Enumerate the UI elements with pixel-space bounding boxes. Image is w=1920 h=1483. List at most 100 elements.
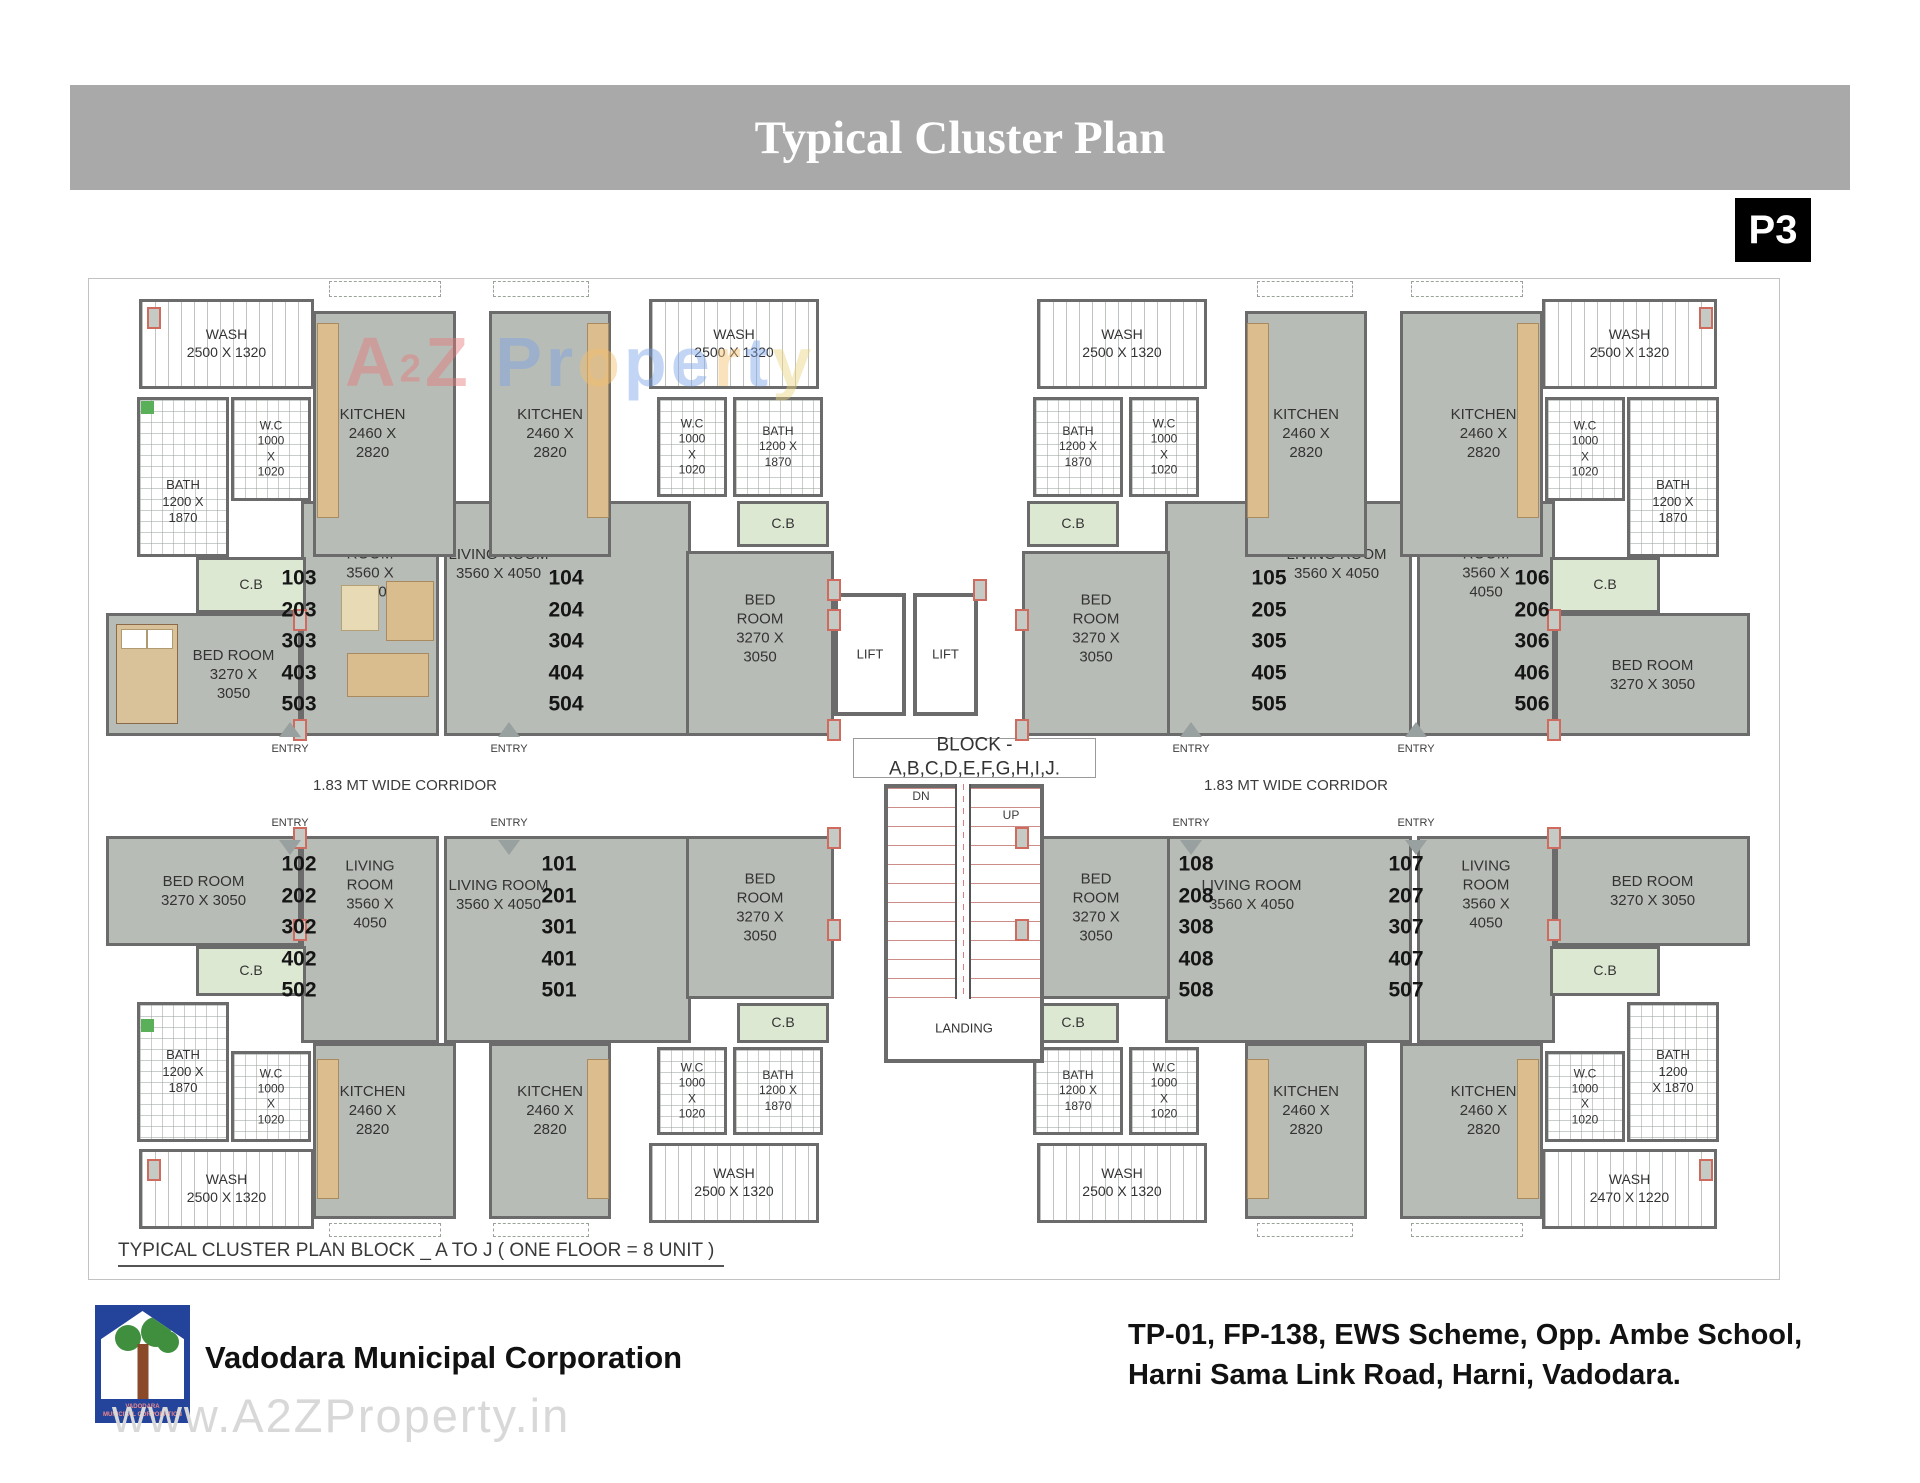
room-bath-tmr-label: BATH 1200 X 1870 [1058, 423, 1098, 469]
watermark-letter: r [713, 323, 745, 401]
column-marker [293, 919, 307, 941]
room-kitchen-107-label: KITCHEN 2460 X 2820 [1450, 1083, 1517, 1139]
site-watermark: www.A2ZProperty.in [112, 1389, 571, 1442]
room-bath-tmr: BATH 1200 X 1870 [1033, 397, 1123, 497]
column-marker [1699, 1159, 1713, 1181]
column-marker [1699, 307, 1713, 329]
unit-stack-104: 104 204 304 404 504 [548, 566, 584, 716]
room-wash-tl-label: WASH 2500 X 1320 [186, 326, 267, 360]
room-bath-tl-label: BATH 1200 X 1870 [162, 477, 204, 526]
room-wc-bmr-label: W.C 1000 X 1020 [1150, 1060, 1178, 1121]
lift-right-label: LIFT [932, 646, 959, 662]
room-wash-tr-label: WASH 2500 X 1320 [1589, 326, 1670, 360]
room-bath-bl-label: BATH 1200 X 1870 [162, 1047, 204, 1096]
room-wc-bl-label: W.C 1000 X 1020 [257, 1065, 285, 1126]
balcony-dashed-outline [329, 1223, 441, 1237]
room-bath-tml-label: BATH 1200 X 1870 [758, 423, 798, 469]
balcony-dashed-outline [1411, 1223, 1523, 1237]
entry-arrow-up-icon [1405, 722, 1427, 737]
room-kitchen-104-label: KITCHEN 2460 X 2820 [517, 406, 583, 462]
room-wc-tr: W.C 1000 X 1020 [1545, 397, 1625, 501]
logo-house-shape [101, 1311, 184, 1399]
room-wash-tl: WASH 2500 X 1320 [139, 299, 314, 389]
sofa-furniture [386, 581, 434, 641]
balcony-dashed-outline [329, 281, 441, 297]
room-bedroom-inner-l: BED ROOM 3270 X 3050 [686, 551, 834, 736]
room-wc-bl: W.C 1000 X 1020 [231, 1051, 311, 1142]
room-bedroom-inner-bl-label: BED ROOM 3270 X 3050 [736, 870, 784, 945]
room-wc-tmr-label: W.C 1000 X 1020 [1150, 416, 1178, 477]
watermark-letter: e [670, 323, 714, 401]
lift-right: LIFT [913, 593, 978, 716]
column-marker [1547, 609, 1561, 631]
room-cb-br: C.B [1550, 946, 1660, 996]
lift-left: LIFT [834, 593, 906, 716]
corridor-label-left: 1.83 MT WIDE CORRIDOR [313, 776, 497, 794]
column-marker [827, 919, 841, 941]
room-wc-tmr: W.C 1000 X 1020 [1129, 397, 1199, 497]
room-bedroom-end-br: BED ROOM 3270 X 3050 [1555, 836, 1750, 946]
balcony-dashed-outline [493, 1223, 589, 1237]
counter-furniture [1517, 1059, 1539, 1199]
room-cb-bmr-label: C.B [1061, 1014, 1085, 1031]
logo-caption-line1: VADODARA [125, 1404, 160, 1411]
column-marker [827, 719, 841, 741]
unit-stack-107: 107 207 307 407 507 [1388, 852, 1424, 1002]
column-marker [1547, 719, 1561, 741]
logo-tree-foliage [157, 1331, 179, 1353]
counter-furniture [317, 323, 339, 518]
watermark-letter: Z [424, 323, 472, 401]
stairs-dn-label: DN [912, 789, 930, 803]
corridor-label-right: 1.83 MT WIDE CORRIDOR [1204, 776, 1388, 794]
block-label: BLOCK - A,B,C,D,E,F,G,H,I,J. [853, 735, 1096, 780]
room-bath-tl: BATH 1200 X 1870 [137, 397, 229, 557]
sofa-furniture [347, 653, 429, 697]
room-bedroom-end-bl: BED ROOM 3270 X 3050 [106, 836, 301, 946]
entry-label: ENTRY [1397, 742, 1435, 755]
room-wash-br: WASH 2470 X 1220 [1542, 1149, 1717, 1229]
org-name: Vadodara Municipal Corporation [205, 1340, 683, 1375]
room-bath-tr: BATH 1200 X 1870 [1627, 397, 1719, 557]
room-wc-bml: W.C 1000 X 1020 [657, 1047, 727, 1135]
page-title: Typical Cluster Plan [754, 111, 1166, 164]
room-living-108-label: LIVING ROOM 3560 X 4050 [1201, 876, 1302, 913]
lift-left-label: LIFT [856, 646, 884, 662]
room-cb-bl-label: C.B [239, 962, 263, 979]
room-wc-bmr: W.C 1000 X 1020 [1129, 1047, 1199, 1135]
plan-caption: TYPICAL CLUSTER PLAN BLOCK _ A TO J ( ON… [118, 1240, 725, 1267]
room-wash-tml: WASH 2500 X 1320 [649, 299, 819, 389]
vmc-logo: VADODARA MUNICIPAL CORPORATION [95, 1305, 190, 1423]
logo-tree-foliage [115, 1325, 141, 1351]
watermark-a2z-property: A2Z Property [345, 322, 815, 402]
bed-furniture [116, 624, 178, 724]
room-bedroom-inner-r-label: BED ROOM 3270 X 3050 [1072, 591, 1120, 666]
room-bath-bmr: BATH 1200 X 1870 [1033, 1047, 1123, 1135]
counter-furniture [317, 1059, 339, 1199]
column-marker [1015, 609, 1029, 631]
room-wc-tl-label: W.C 1000 X 1020 [257, 418, 285, 479]
column-marker [1015, 827, 1029, 849]
logo-tree-trunk [137, 1344, 148, 1399]
room-bedroom-inner-l-label: BED ROOM 3270 X 3050 [736, 591, 784, 666]
title-banner: Typical Cluster Plan [70, 85, 1850, 190]
unit-stack-101: 101 201 301 401 501 [541, 852, 577, 1002]
entry-arrow-up-icon [1180, 722, 1202, 737]
room-wash-bmr: WASH 2500 X 1320 [1037, 1143, 1207, 1223]
room-bedroom-end-br-label: BED ROOM 3270 X 3050 [1609, 872, 1696, 909]
room-bath-br-label: BATH 1200 X 1870 [1652, 1047, 1694, 1096]
counter-furniture [1247, 323, 1269, 518]
entry-label: ENTRY [490, 742, 528, 755]
room-bedroom-end-tr: BED ROOM 3270 X 3050 [1555, 613, 1750, 736]
watermark-letter: 2 [399, 347, 425, 391]
stair-rail [955, 784, 971, 999]
room-wash-br-label: WASH 2470 X 1220 [1589, 1171, 1670, 1205]
entry-label: ENTRY [271, 742, 309, 755]
watermark-letter: P [495, 323, 546, 401]
entry-arrow-down-icon [498, 840, 520, 855]
landing: LANDING [884, 999, 1044, 1063]
unit-stack-105: 105 205 305 405 505 [1251, 566, 1287, 716]
address-line1: TP-01, FP-138, EWS Scheme, Opp. Ambe Sch… [1128, 1319, 1803, 1351]
stairs-up-label: UP [1002, 808, 1020, 822]
room-bedroom-inner-br-label: BED ROOM 3270 X 3050 [1072, 870, 1120, 945]
